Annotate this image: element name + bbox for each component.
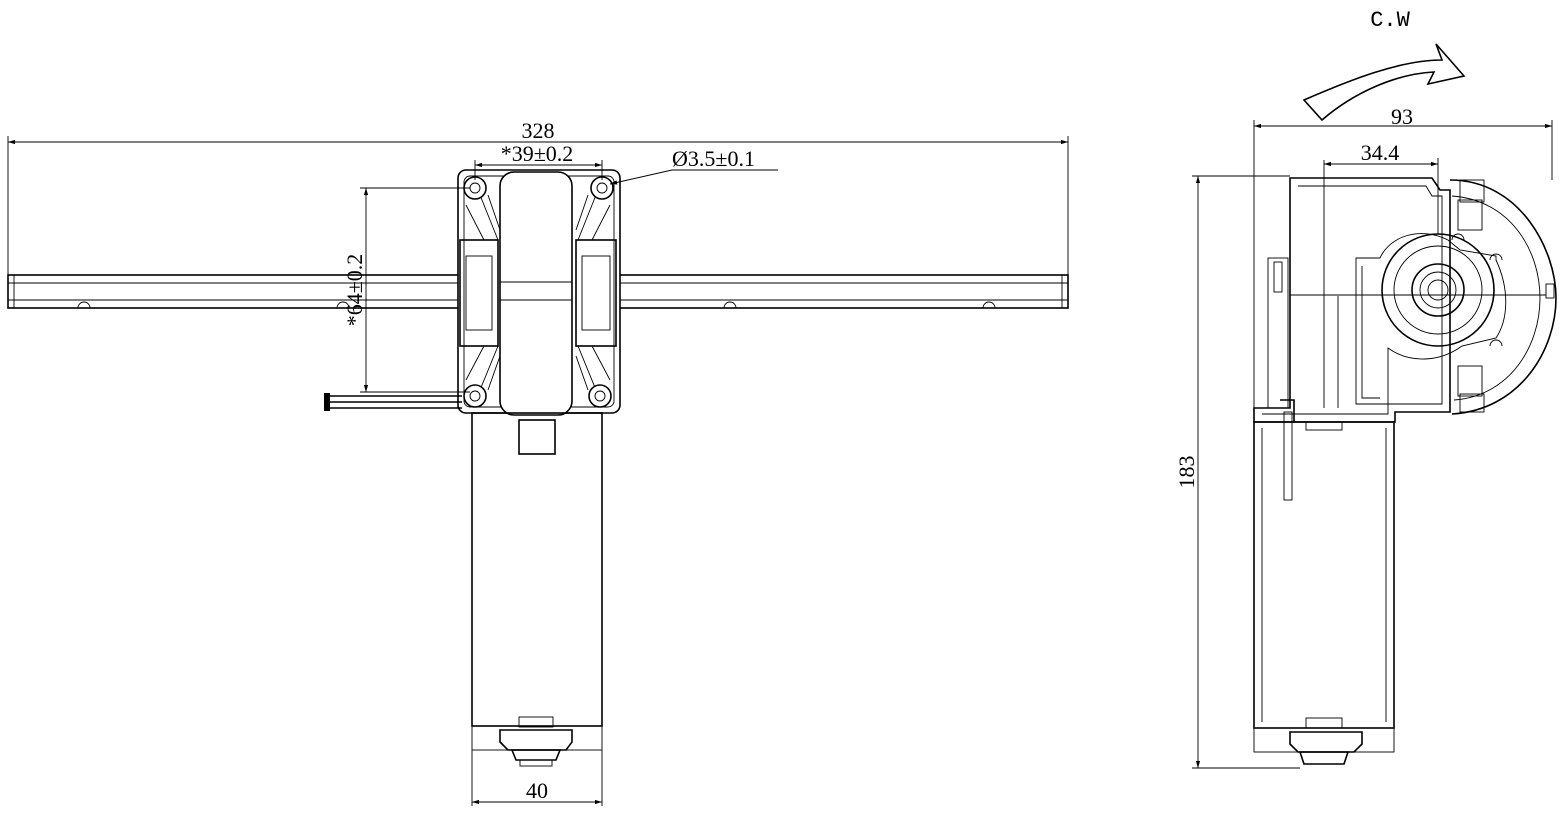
front-view: 328 *39±0.2 Ø3.5±0.1 *64±0.2 40 xyxy=(7,118,1069,806)
gearbox-housing xyxy=(1253,160,1557,423)
dim-328-label: 328 xyxy=(522,118,555,143)
dim-side-overall-height: 183 xyxy=(1174,175,1300,769)
dim-hole-diameter: Ø3.5±0.1 xyxy=(609,146,778,185)
side-view: C.W xyxy=(1174,8,1557,769)
dim-183-label: 183 xyxy=(1174,456,1199,489)
dim-hole-spacing-h: *39±0.2 xyxy=(474,141,603,180)
motor-body xyxy=(471,412,603,767)
dim-93-label: 93 xyxy=(1391,104,1413,129)
dim-34-4-label: 34.4 xyxy=(1361,140,1400,165)
dim-motor-width: 40 xyxy=(471,750,603,806)
rotation-arrow: C.W xyxy=(1302,8,1466,122)
dim-39-label: *39±0.2 xyxy=(501,141,574,166)
dim-overall-length: 328 xyxy=(7,118,1069,275)
dim-hole-diameter-label: Ø3.5±0.1 xyxy=(672,146,755,171)
dim-hole-spacing-v: *64±0.2 xyxy=(342,187,470,393)
dim-side-shaft-offset: 34.4 xyxy=(1324,140,1439,234)
side-motor-body xyxy=(1253,399,1395,765)
lead-wires xyxy=(324,393,462,411)
motor-frame xyxy=(457,169,621,416)
dim-40-label: 40 xyxy=(526,778,548,803)
dim-64-label: *64±0.2 xyxy=(342,254,367,327)
dim-side-overall-width: 93 xyxy=(1253,104,1553,410)
rotation-label: C.W xyxy=(1370,8,1410,33)
